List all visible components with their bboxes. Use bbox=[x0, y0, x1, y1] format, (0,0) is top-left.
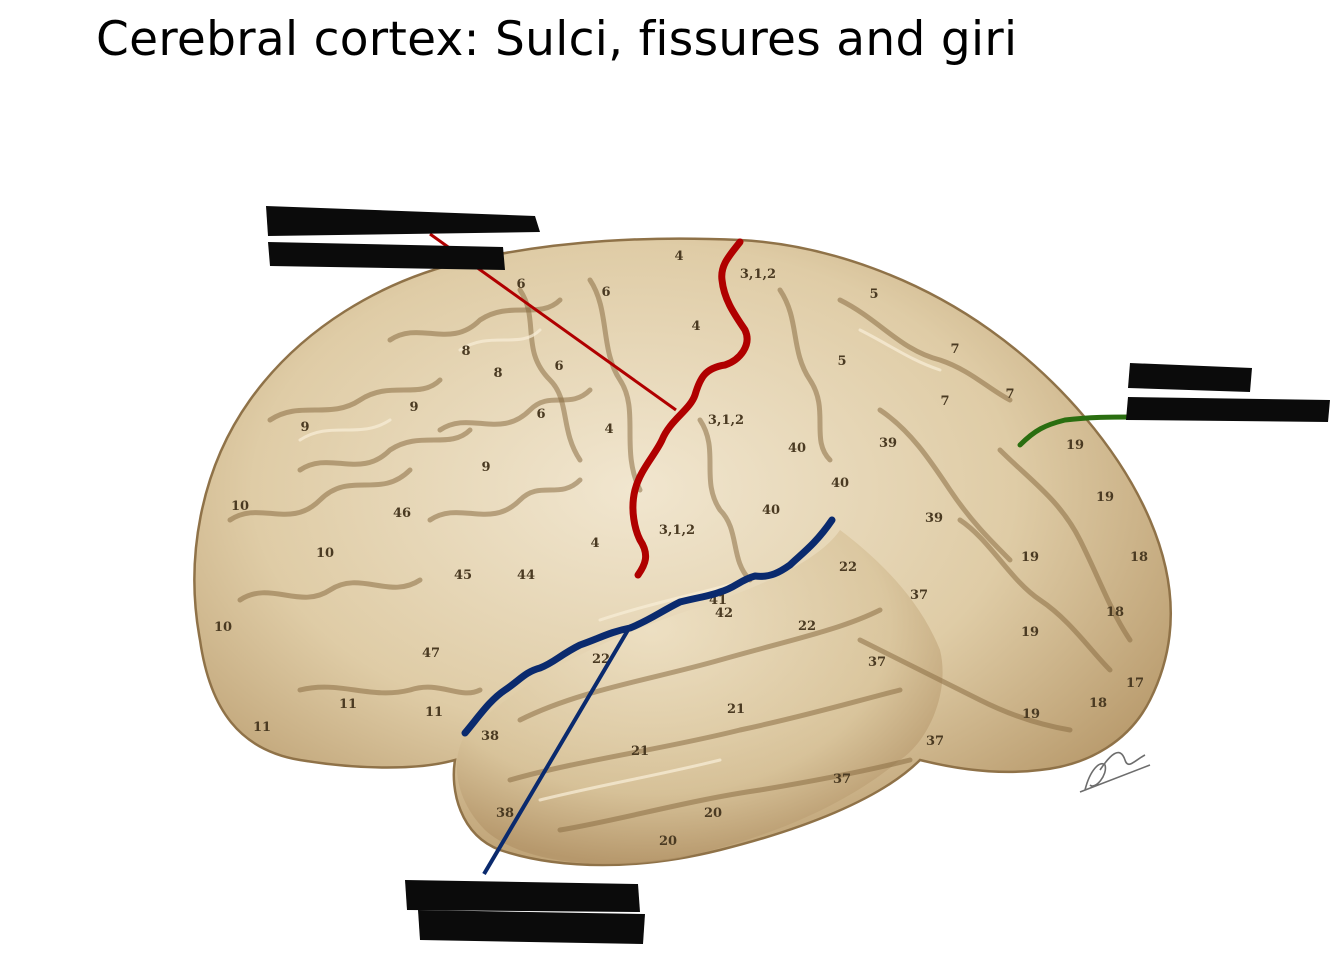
area-number: 42 bbox=[715, 606, 733, 621]
redacted-label-parieto-2 bbox=[1126, 397, 1330, 422]
area-number: 6 bbox=[536, 407, 545, 422]
redacted-label-lateral-2 bbox=[418, 910, 645, 944]
redacted-labels bbox=[266, 206, 1330, 944]
area-number: 38 bbox=[496, 806, 514, 821]
area-number: 22 bbox=[839, 560, 857, 575]
area-number: 5 bbox=[869, 287, 878, 302]
area-number: 19 bbox=[1096, 490, 1114, 505]
central-sulcus-line bbox=[629, 238, 751, 579]
redacted-label-central-1 bbox=[266, 206, 540, 236]
area-number: 45 bbox=[454, 568, 472, 583]
area-number: 47 bbox=[422, 646, 440, 661]
area-number: 10 bbox=[231, 499, 249, 514]
brodmann-area-numbers: 4 3,1,2 5 6 6 4 8 8 6 5 7 7 7 9 6 3,1,2 … bbox=[214, 249, 1148, 849]
redacted-label-central-2 bbox=[268, 242, 505, 270]
area-number: 7 bbox=[940, 394, 949, 409]
area-number: 21 bbox=[727, 702, 745, 717]
lateral-fissure-pointer bbox=[482, 628, 630, 876]
area-number: 4 bbox=[674, 249, 683, 264]
area-number: 9 bbox=[409, 400, 418, 415]
gyri-folds bbox=[227, 277, 1133, 833]
area-number: 40 bbox=[831, 476, 849, 491]
area-number: 46 bbox=[393, 506, 411, 521]
area-number: 19 bbox=[1066, 438, 1084, 453]
area-number: 19 bbox=[1021, 625, 1039, 640]
area-number: 11 bbox=[253, 720, 271, 735]
area-number: 37 bbox=[910, 588, 928, 603]
area-number: 3,1,2 bbox=[740, 267, 776, 282]
area-number: 8 bbox=[493, 366, 502, 381]
area-number: 20 bbox=[704, 806, 722, 821]
area-number: 18 bbox=[1106, 605, 1124, 620]
area-number: 22 bbox=[592, 652, 610, 667]
area-number: 3,1,2 bbox=[659, 523, 695, 538]
area-number: 7 bbox=[950, 342, 959, 357]
area-number: 11 bbox=[339, 697, 357, 712]
area-number: 37 bbox=[868, 655, 886, 670]
page-title: Cerebral cortex: Sulci, fissures and gir… bbox=[96, 12, 1018, 67]
area-number: 39 bbox=[879, 436, 897, 451]
area-number: 7 bbox=[1005, 387, 1014, 402]
redacted-label-parieto-1 bbox=[1128, 363, 1252, 392]
area-number: 44 bbox=[517, 568, 535, 583]
area-number: 10 bbox=[316, 546, 334, 561]
area-number: 5 bbox=[837, 354, 846, 369]
area-number: 10 bbox=[214, 620, 232, 635]
area-number: 40 bbox=[788, 441, 806, 456]
area-number: 22 bbox=[798, 619, 816, 634]
area-number: 3,1,2 bbox=[708, 413, 744, 428]
area-number: 6 bbox=[516, 277, 525, 292]
area-number: 17 bbox=[1126, 676, 1144, 691]
area-number: 8 bbox=[461, 344, 470, 359]
area-number: 18 bbox=[1130, 550, 1148, 565]
area-number: 9 bbox=[300, 420, 309, 435]
area-number: 6 bbox=[601, 285, 610, 300]
area-number: 19 bbox=[1022, 707, 1040, 722]
area-number: 4 bbox=[604, 422, 613, 437]
area-number: 37 bbox=[833, 772, 851, 787]
lateral-fissure-line bbox=[461, 516, 836, 737]
area-number: 21 bbox=[631, 744, 649, 759]
area-number: 20 bbox=[659, 834, 677, 849]
area-number: 39 bbox=[925, 511, 943, 526]
artist-signature bbox=[1079, 751, 1151, 793]
area-number: 6 bbox=[554, 359, 563, 374]
area-number: 37 bbox=[926, 734, 944, 749]
area-number: 19 bbox=[1021, 550, 1039, 565]
parieto-occipital-line bbox=[1017, 414, 1138, 448]
area-number: 18 bbox=[1089, 696, 1107, 711]
area-number: 4 bbox=[691, 319, 700, 334]
area-number: 4 bbox=[590, 536, 599, 551]
area-number: 9 bbox=[481, 460, 490, 475]
area-number: 11 bbox=[425, 705, 443, 720]
area-number: 38 bbox=[481, 729, 499, 744]
area-number: 40 bbox=[762, 503, 780, 518]
redacted-label-lateral-1 bbox=[405, 880, 640, 912]
